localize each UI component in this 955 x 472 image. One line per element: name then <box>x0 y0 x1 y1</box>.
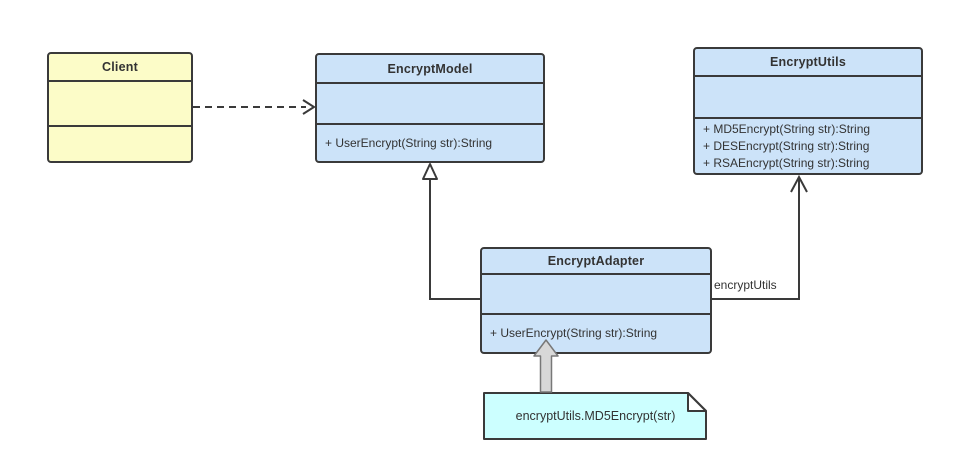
note-shape <box>483 392 707 440</box>
class-title: EncryptModel <box>387 61 473 76</box>
dependency-arrowhead-icon <box>302 99 316 115</box>
note-node[interactable]: encryptUtils.MD5Encrypt(str) <box>483 392 708 440</box>
method-item: + UserEncrypt(String str):String <box>490 326 658 340</box>
generalization-line <box>429 179 480 300</box>
class-methods-compartment <box>49 125 191 161</box>
note-fold-icon <box>687 392 707 412</box>
method-item: + DESEncrypt(String str):String <box>703 139 870 153</box>
class-methods-compartment: + MD5Encrypt(String str):String + DESEnc… <box>695 117 921 173</box>
note-text: encryptUtils.MD5Encrypt(str) <box>515 409 676 423</box>
class-title: EncryptAdapter <box>547 254 645 268</box>
generalization-hollow-triangle-icon <box>422 163 438 180</box>
method-item: + MD5Encrypt(String str):String <box>703 122 871 136</box>
class-node-encrypt-model[interactable]: EncryptModel + UserEncrypt(String str):S… <box>315 53 545 163</box>
association-arrowhead-icon <box>790 174 808 193</box>
note-body <box>483 392 707 440</box>
association-label: encryptUtils <box>714 278 777 292</box>
class-methods-compartment: + UserEncrypt(String str):String <box>482 313 710 352</box>
class-node-encrypt-utils[interactable]: EncryptUtils + MD5Encrypt(String str):St… <box>693 47 923 175</box>
class-methods-compartment: + UserEncrypt(String str):String <box>317 123 543 161</box>
class-attributes-compartment <box>49 80 191 125</box>
method-item: + UserEncrypt(String str):String <box>325 135 493 150</box>
class-title: EncryptUtils <box>769 55 847 69</box>
class-node-client[interactable]: Client <box>47 52 193 163</box>
method-item: + RSAEncrypt(String str):String <box>703 156 870 170</box>
connector-generalization <box>422 163 480 300</box>
class-attributes-compartment <box>695 75 921 117</box>
class-attributes-compartment <box>317 82 543 123</box>
class-title: Client <box>102 60 138 74</box>
class-attributes-compartment <box>482 273 710 313</box>
class-node-encrypt-adapter[interactable]: EncryptAdapter + UserEncrypt(String str)… <box>480 247 712 354</box>
connector-dependency <box>193 99 316 115</box>
